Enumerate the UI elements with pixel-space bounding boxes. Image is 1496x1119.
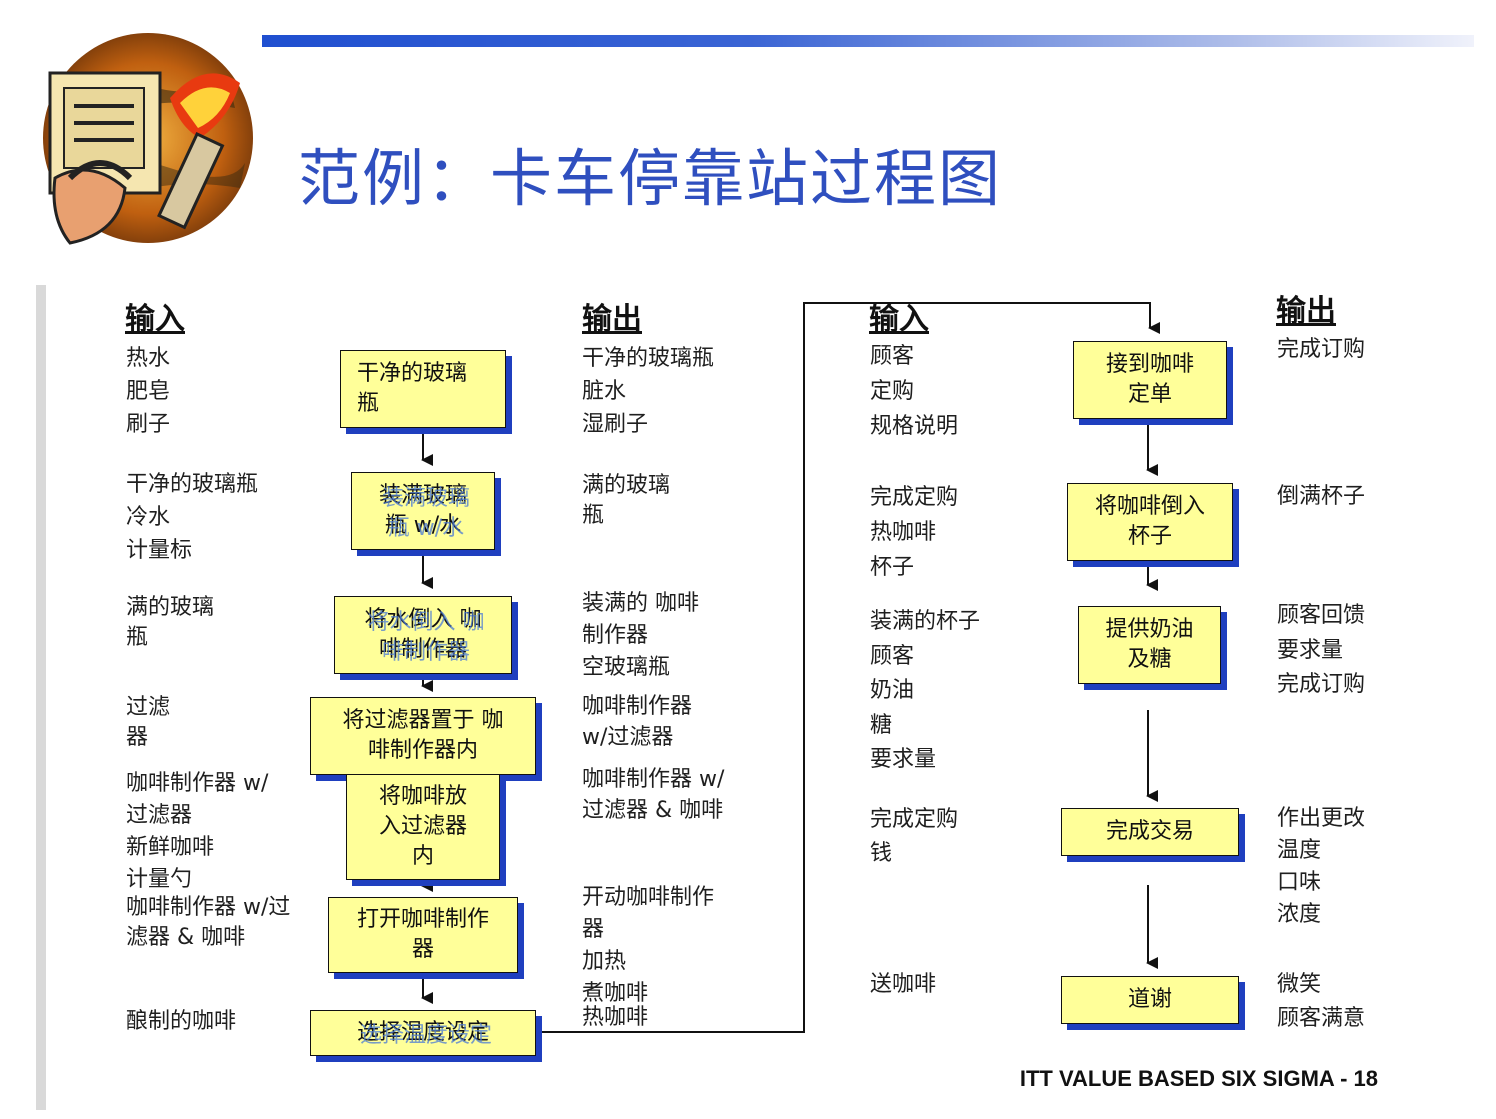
left-output-2: 满的玻璃 瓶 xyxy=(582,473,671,528)
left-input-3: 满的玻璃 瓶 xyxy=(126,595,215,650)
title-accent-bar xyxy=(262,35,1474,47)
right-output-5: 微笑 顾客满意 xyxy=(1277,972,1366,1031)
right-input-5: 送咖啡 xyxy=(870,972,937,997)
right-output-3: 顾客回馈 要求量 完成订购 xyxy=(1277,603,1366,697)
left-output-7: 煮咖啡 热咖啡 xyxy=(582,981,649,1030)
step-clean-bottle: 干净的玻璃 瓶 xyxy=(340,350,506,428)
right-output-header: 输出 xyxy=(1276,294,1336,329)
right-output-2: 倒满杯子 xyxy=(1277,484,1366,509)
step-complete-transaction: 完成交易 xyxy=(1061,808,1239,856)
step-thank-customer: 道谢 xyxy=(1061,976,1239,1024)
step-pour-coffee: 将咖啡倒入 杯子 xyxy=(1067,483,1233,561)
step-fill-bottle: 装满玻璃 瓶 w/水 装满玻璃 瓶 w/水 xyxy=(351,472,495,550)
left-output-4: 咖啡制作器 w/过滤器 xyxy=(582,694,693,750)
arrow-cross-column xyxy=(537,302,1160,1033)
left-input-2: 干净的玻璃瓶 冷水 计量标 xyxy=(126,472,259,563)
right-output-1: 完成订购 xyxy=(1277,337,1366,362)
step-add-coffee: 将咖啡放 入过滤器 内 xyxy=(346,774,500,880)
left-output-3: 装满的 咖啡 制作器 空玻璃瓶 xyxy=(582,591,699,680)
left-output-5: 咖啡制作器 w/ 过滤器 & 咖啡 xyxy=(582,767,725,823)
page-title: 范例：卡车停靠站过程图 xyxy=(298,142,1003,215)
right-input-3: 装满的杯子 顾客 奶油 糖 要求量 xyxy=(870,609,981,772)
left-input-7: 酿制的咖啡 xyxy=(126,1009,237,1034)
right-input-1: 顾客 定购 规格说明 xyxy=(870,344,959,439)
left-input-5: 咖啡制作器 w/ 过滤器 新鲜咖啡 计量勺 xyxy=(126,771,269,892)
left-input-header: 输入 xyxy=(125,302,185,337)
right-input-4: 完成定购 钱 xyxy=(870,807,959,866)
left-output-header: 输出 xyxy=(582,302,642,337)
step-receive-order: 接到咖啡 定单 xyxy=(1073,341,1227,419)
right-input-2: 完成定购 热咖啡 杯子 xyxy=(870,485,959,580)
right-input-header: 输入 xyxy=(869,302,929,337)
left-input-6: 咖啡制作器 w/过 滤器 & 咖啡 xyxy=(126,895,291,950)
left-input-4: 过滤 器 xyxy=(126,695,171,750)
left-output-6: 开动咖啡制作 器 加热 xyxy=(582,885,715,974)
step-select-temperature: 选择温度设定 选择温度设定 xyxy=(310,1010,536,1056)
step-serve-cream-sugar: 提供奶油 及糖 xyxy=(1078,606,1221,684)
left-margin-rule xyxy=(36,285,46,1110)
step-turn-on-maker: 打开咖啡制作 器 xyxy=(328,897,518,973)
footer-label: ITT VALUE BASED SIX SIGMA - 18 xyxy=(1019,1066,1378,1091)
step-pour-water: 将水倒入 咖 啡制作器 将水倒入 咖 啡制作器 xyxy=(334,596,512,674)
right-output-4: 作出更改 温度 口味 浓度 xyxy=(1277,806,1366,927)
step-place-filter: 将过滤器置于 咖 啡制作器内 xyxy=(310,697,536,775)
globe-torch-illustration xyxy=(43,33,253,245)
left-input-1: 热水 肥皂 刷子 xyxy=(126,346,171,437)
left-output-1: 干净的玻璃瓶 脏水 湿刷子 xyxy=(582,346,715,437)
